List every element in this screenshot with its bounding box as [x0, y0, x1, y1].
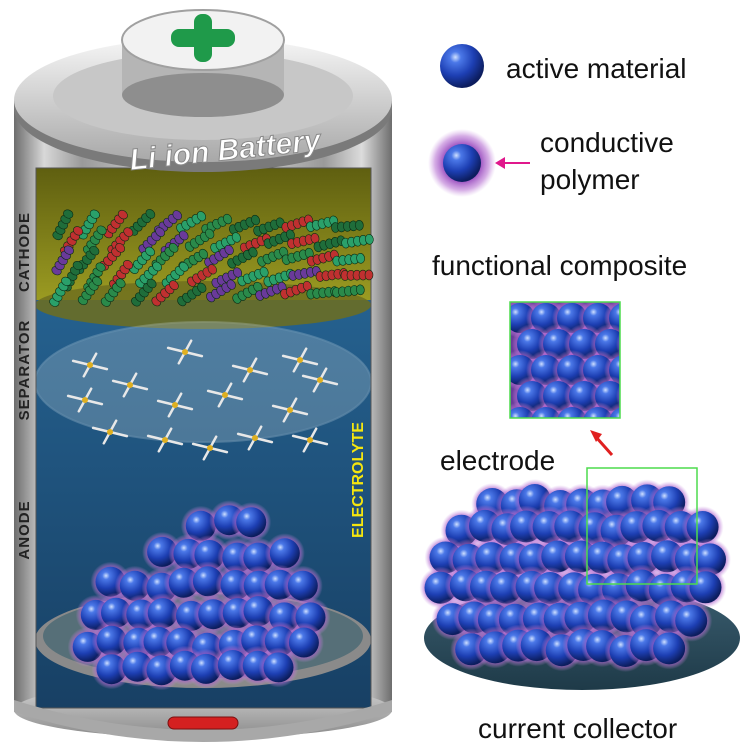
conductive-polymer-sphere	[443, 144, 481, 182]
electrode-label: electrode	[440, 445, 555, 476]
anode-sphere	[259, 647, 299, 687]
composite-zoom-box	[500, 298, 656, 442]
legend-conductive-line2: polymer	[540, 164, 640, 195]
anode-label: ANODE	[16, 500, 33, 559]
legend: active material conductive polymer	[428, 44, 687, 197]
current-collector-label: current collector	[478, 713, 677, 744]
active-material-sphere	[440, 44, 484, 88]
electrolyte-label: ELECTROLYTE	[350, 422, 367, 538]
minus-icon	[168, 717, 238, 729]
battery: Li ion Battery CATHODE SEPARATOR ANODE E…	[14, 10, 392, 742]
composite-sphere	[604, 402, 644, 442]
electrode-sphere	[648, 627, 690, 669]
legend-conductive-line1: conductive	[540, 127, 674, 158]
composite-sphere	[616, 324, 656, 364]
electrode	[420, 468, 741, 690]
separator-label: SEPARATOR	[16, 320, 33, 421]
cathode-label: CATHODE	[16, 212, 33, 292]
anode-sphere	[231, 502, 271, 542]
legend-active-material: active material	[506, 53, 687, 84]
zoom-arrow	[596, 437, 612, 455]
composite-sphere	[616, 376, 656, 416]
cathode-rod	[341, 270, 373, 281]
functional-composite-label: functional composite	[432, 250, 687, 281]
